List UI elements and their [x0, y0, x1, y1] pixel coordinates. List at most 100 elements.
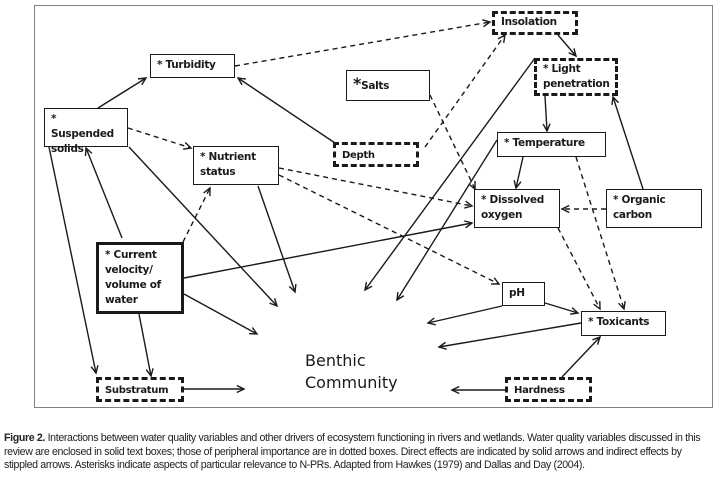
arrow-dissolved-to-toxicants [557, 227, 601, 311]
node-label: * Toxicants [588, 316, 650, 328]
arrow-current-to-suspended [84, 146, 123, 239]
arrow-toxicants-to-benthic [437, 322, 582, 350]
arrowhead-icon [84, 146, 93, 157]
node-label: * Current velocity/ volume of water [105, 249, 161, 306]
arrowhead-icon [236, 384, 246, 394]
node-label: * Suspended solids [51, 113, 114, 155]
node-label: Salts [361, 80, 390, 92]
node-label: * Light penetration [543, 63, 610, 90]
solid-arrow-line [438, 322, 582, 348]
arrow-current-to-substratum [138, 313, 154, 378]
node-turbidity: * Turbidity [150, 54, 235, 78]
arrowhead-icon [490, 277, 501, 285]
arrowhead-icon [269, 298, 279, 308]
arrowhead-icon [513, 180, 522, 190]
arrowhead-icon [592, 335, 602, 345]
arrowhead-icon [569, 307, 580, 315]
arrowhead-icon [288, 283, 297, 294]
benthic-line-2: Community [305, 373, 398, 392]
arrow-hardness-to-toxicants [561, 335, 602, 378]
node-label: Hardness [514, 385, 565, 396]
arrowhead-icon [568, 48, 578, 58]
node-label: Substratum [105, 385, 169, 396]
arrow-layer [48, 19, 644, 395]
dashed-arrow-line [557, 227, 601, 310]
solid-arrow-line [427, 305, 503, 324]
arrowhead-icon [464, 200, 474, 209]
node-organic-carbon: * Organic carbon [606, 189, 702, 228]
arrowhead-icon [450, 385, 460, 395]
arrowhead-icon [593, 300, 601, 311]
asterisk-mark: * [353, 74, 362, 93]
arrow-insolation-to-light [557, 34, 578, 58]
arrowhead-icon [364, 282, 373, 292]
arrow-suspended-to-substratum [48, 146, 99, 375]
arrow-current-to-benthic [183, 293, 259, 335]
solid-arrow-line [561, 336, 601, 378]
arrow-ph-to-toxicants [544, 302, 580, 315]
dashed-arrow-line [127, 127, 192, 149]
arrow-suspended-to-nutrient [127, 127, 193, 150]
arrow-suspended-to-benthic [128, 146, 279, 308]
arrowhead-icon [137, 77, 148, 86]
benthic-line-1: Benthic [305, 351, 366, 370]
solid-arrow-line [138, 313, 152, 377]
node-label: * Temperature [504, 137, 585, 149]
dashed-arrow-line [575, 156, 625, 310]
node-label: Depth [342, 150, 375, 161]
node-salts: *Salts [346, 70, 430, 101]
arrowhead-icon [618, 300, 626, 311]
node-label: * Turbidity [157, 59, 216, 71]
node-substratum: Substratum [96, 377, 184, 402]
node-current-velocity: * Current velocity/ volume of water [96, 242, 184, 314]
dashed-arrow-line [234, 21, 491, 67]
arrowhead-icon [468, 180, 476, 191]
solid-arrow-line [97, 77, 147, 109]
solid-arrow-line [237, 77, 336, 144]
solid-arrow-line [364, 57, 536, 291]
solid-arrow-line [612, 96, 644, 190]
arrow-temperature-to-dissolved [513, 156, 524, 190]
node-hardness: Hardness [505, 377, 592, 402]
arrowhead-icon [236, 77, 247, 86]
solid-arrow-line [544, 95, 548, 132]
arrowhead-icon [396, 291, 405, 302]
arrow-current-to-nutrient [182, 186, 211, 243]
solid-arrow-line [396, 139, 498, 301]
node-temperature: * Temperature [497, 132, 606, 157]
arrowhead-icon [203, 186, 211, 197]
arrow-depth-to-insolation [424, 33, 506, 148]
arrowhead-icon [542, 123, 551, 133]
arrow-temperature-to-toxicants [575, 156, 626, 311]
node-ph: pH [502, 282, 545, 306]
dashed-arrow-line [424, 34, 506, 148]
arrow-nutrient-to-ph [278, 174, 501, 285]
solid-arrow-line [557, 34, 577, 57]
arrow-turbidity-to-insolation [234, 19, 492, 67]
solid-arrow-line [128, 146, 278, 307]
dashed-arrow-line [278, 167, 473, 207]
node-label: pH [509, 287, 525, 299]
arrow-substratum-to-benthic [184, 384, 246, 394]
caption-text: Interactions between water quality varia… [4, 432, 701, 472]
node-label: * Nutrient status [200, 151, 256, 178]
node-suspended-solids: * Suspended solids [44, 108, 128, 155]
solid-arrow-line [183, 293, 258, 335]
arrow-depth-to-turbidity [236, 77, 336, 144]
node-insolation: Insolation [492, 11, 578, 35]
solid-arrow-line [85, 147, 123, 239]
arrow-organic-to-light [611, 95, 644, 190]
diagram-frame [34, 5, 713, 408]
solid-arrow-line [257, 185, 296, 293]
arrow-nutrient-to-dissolved [278, 167, 474, 209]
arrowhead-icon [145, 368, 154, 378]
arrowhead-icon [437, 341, 447, 350]
solid-arrow-line [183, 222, 473, 279]
arrowhead-icon [611, 95, 620, 106]
solid-arrow-line [48, 146, 97, 374]
arrow-organic-to-dissolved [560, 204, 606, 214]
node-nutrient-status: * Nutrient status [193, 146, 279, 185]
node-depth: Depth [333, 142, 419, 167]
arrowhead-icon [90, 365, 99, 375]
solid-arrow-line [544, 302, 579, 314]
